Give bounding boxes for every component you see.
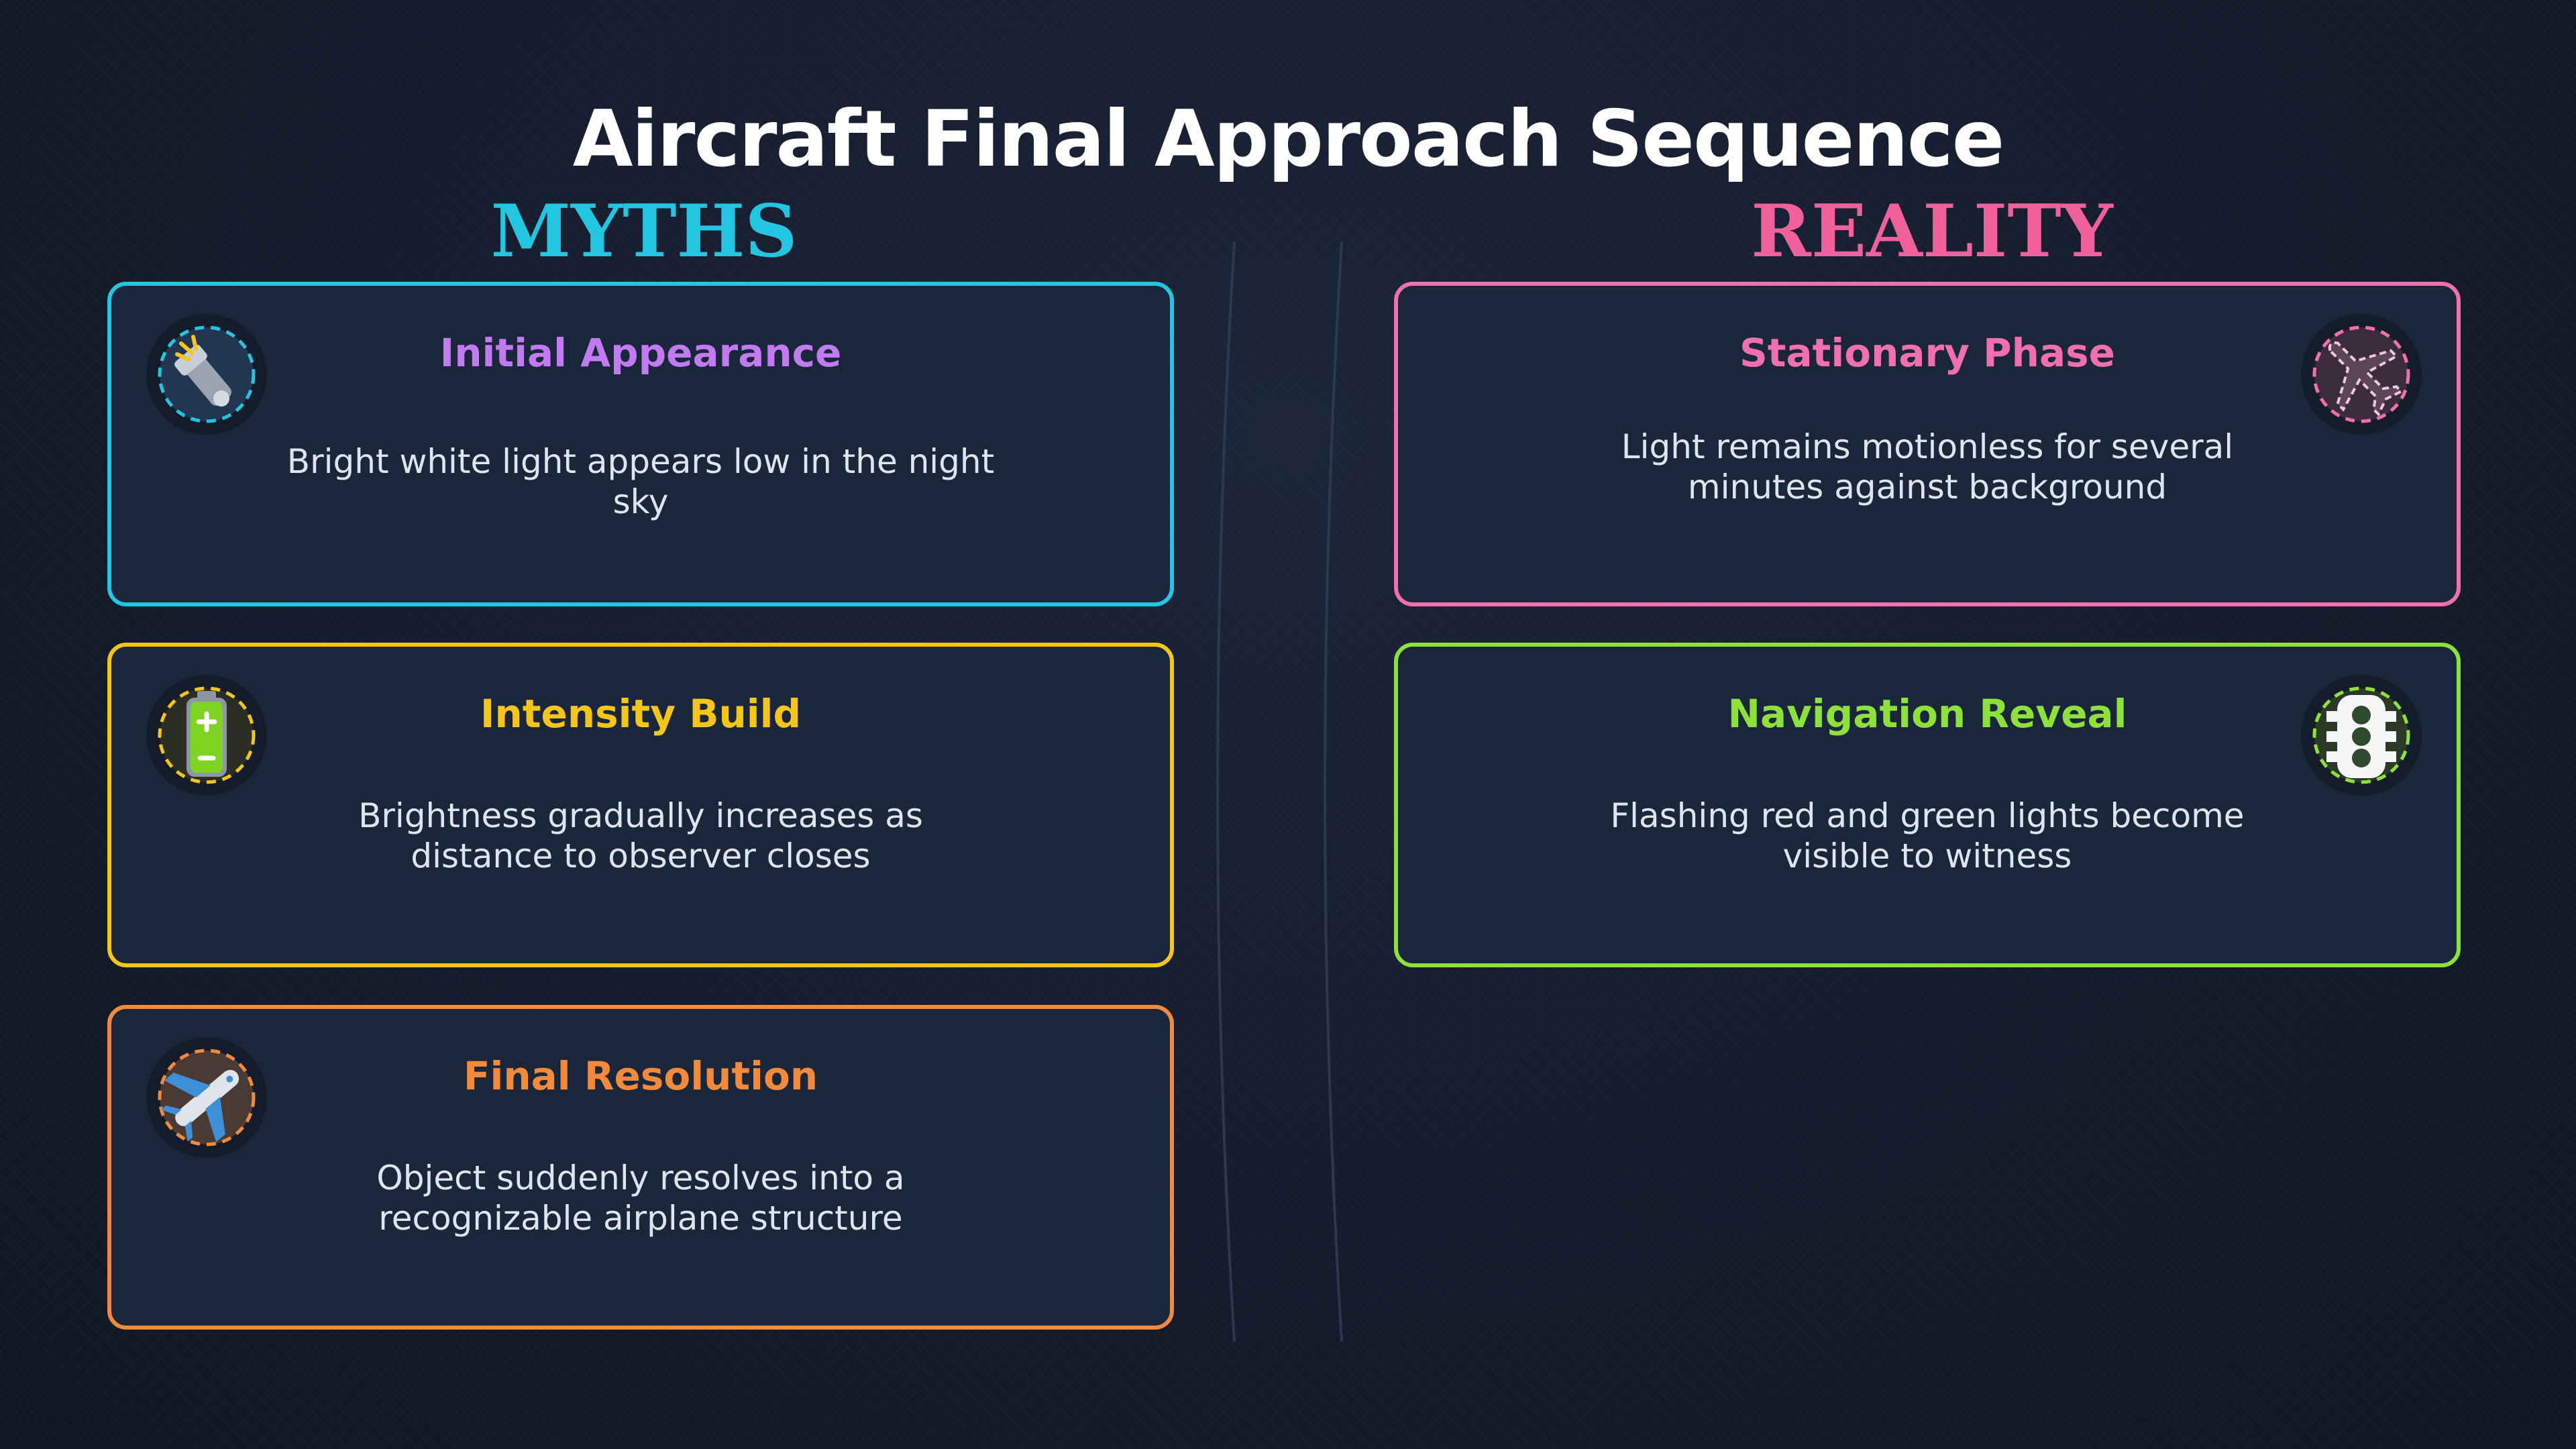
myth-card-final-resolution: Final Resolution Object suddenly resolve… bbox=[107, 1005, 1174, 1330]
card-title: Final Resolution bbox=[463, 1053, 818, 1099]
card-description: Bright white light appears low in the ni… bbox=[286, 442, 995, 521]
reality-heading: REALITY bbox=[1751, 189, 2113, 274]
myth-card-intensity-build: Intensity Build Brightness gradually inc… bbox=[107, 643, 1174, 967]
battery-icon bbox=[146, 675, 267, 796]
card-description: Light remains motionless for several min… bbox=[1621, 427, 2234, 506]
traffic-light-icon bbox=[2301, 675, 2422, 796]
card-description: Brightness gradually increases as distan… bbox=[358, 796, 923, 875]
airplane-icon bbox=[146, 1037, 267, 1158]
reality-card-navigation-reveal: Navigation Reveal Flashing red and green… bbox=[1394, 643, 2461, 967]
card-title: Intensity Build bbox=[480, 691, 802, 737]
myths-heading: MYTHS bbox=[490, 189, 798, 274]
card-description: Flashing red and green lights become vis… bbox=[1610, 796, 2245, 875]
plane-outline-icon bbox=[2301, 314, 2422, 435]
card-title: Initial Appearance bbox=[439, 330, 842, 376]
reality-card-stationary-phase: Stationary Phase Light remains motionles… bbox=[1394, 282, 2461, 606]
card-title: Navigation Reveal bbox=[1727, 691, 2127, 737]
card-description: Object suddenly resolves into a recogniz… bbox=[376, 1159, 905, 1238]
page-title: Aircraft Final Approach Sequence bbox=[572, 94, 2005, 184]
center-divider bbox=[1216, 241, 1343, 1342]
myth-card-initial-appearance: Initial Appearance Bright white light ap… bbox=[107, 282, 1174, 606]
card-title: Stationary Phase bbox=[1739, 330, 2115, 376]
flashlight-icon bbox=[146, 314, 267, 435]
